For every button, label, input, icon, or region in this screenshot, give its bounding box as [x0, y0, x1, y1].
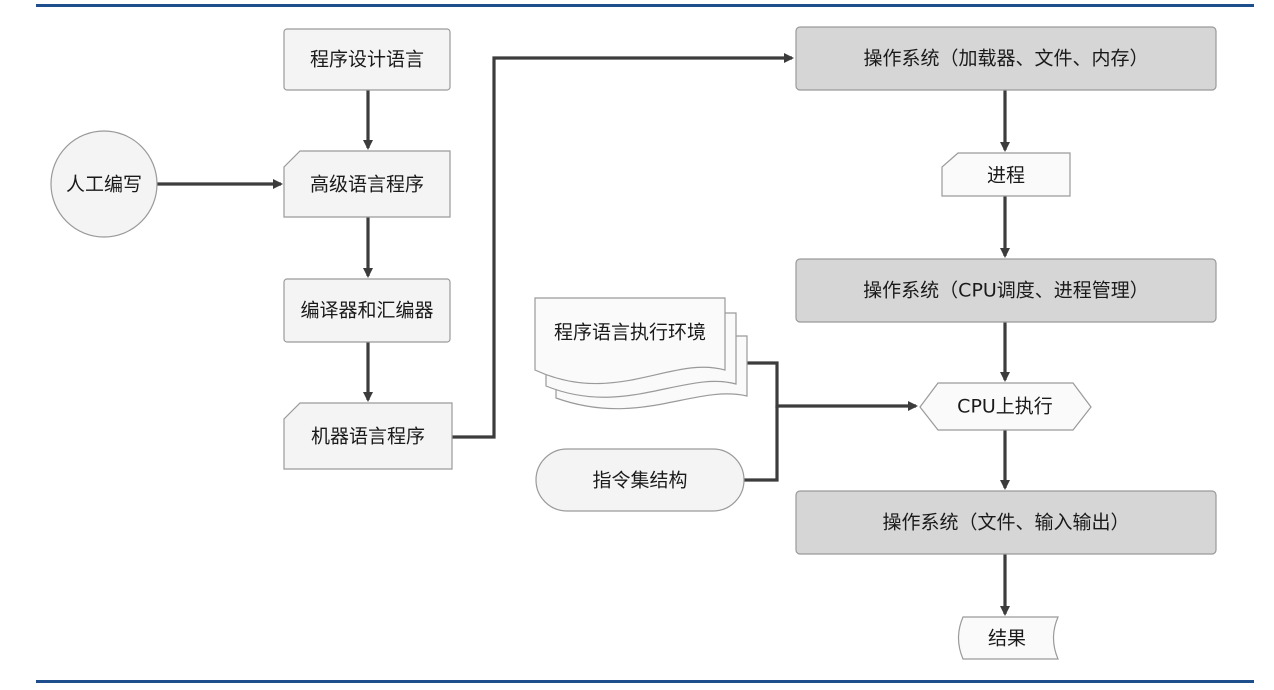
connectors	[157, 53, 1010, 616]
node-high-level-program-label: 高级语言程序	[310, 174, 424, 196]
node-os-loader-label: 操作系统（加载器、文件、内存）	[863, 48, 1148, 70]
arrow-machine-to-osloader	[452, 53, 794, 439]
node-result: 结果	[957, 616, 1059, 660]
line-instructionset-to-cpu	[744, 406, 779, 482]
node-os-file-io: 操作系统（文件、输入输出）	[795, 490, 1217, 555]
node-os-cpu-scheduling-label: 操作系统（CPU调度、进程管理）	[863, 280, 1149, 302]
node-instruction-set-label: 指令集结构	[592, 470, 687, 492]
node-manual-writing-label: 人工编写	[66, 174, 142, 196]
node-runtime-environment-label: 程序语言执行环境	[554, 322, 706, 344]
node-compiler-assembler: 编译器和汇编器	[283, 278, 451, 343]
node-process: 进程	[941, 152, 1071, 197]
node-machine-program-label: 机器语言程序	[311, 426, 425, 448]
top-rule	[36, 4, 1254, 7]
node-programming-language-label: 程序设计语言	[310, 49, 424, 71]
node-os-loader: 操作系统（加载器、文件、内存）	[795, 26, 1217, 91]
node-manual-writing: 人工编写	[50, 130, 158, 238]
node-cpu-execute-label: CPU上执行	[957, 396, 1053, 418]
node-cpu-execute: CPU上执行	[919, 382, 1092, 431]
node-runtime-environment: 程序语言执行环境	[534, 297, 748, 410]
node-machine-program: 机器语言程序	[283, 402, 453, 470]
node-os-file-io-label: 操作系统（文件、输入输出）	[882, 512, 1129, 534]
node-process-label: 进程	[987, 165, 1025, 187]
node-programming-language: 程序设计语言	[283, 28, 451, 91]
node-high-level-program: 高级语言程序	[283, 150, 451, 218]
node-os-cpu-scheduling: 操作系统（CPU调度、进程管理）	[795, 258, 1217, 323]
node-result-label: 结果	[988, 628, 1026, 650]
node-instruction-set: 指令集结构	[535, 448, 745, 512]
bottom-rule	[36, 680, 1254, 683]
node-compiler-assembler-label: 编译器和汇编器	[300, 300, 433, 322]
arrow-runtime-to-cpu	[747, 361, 918, 411]
